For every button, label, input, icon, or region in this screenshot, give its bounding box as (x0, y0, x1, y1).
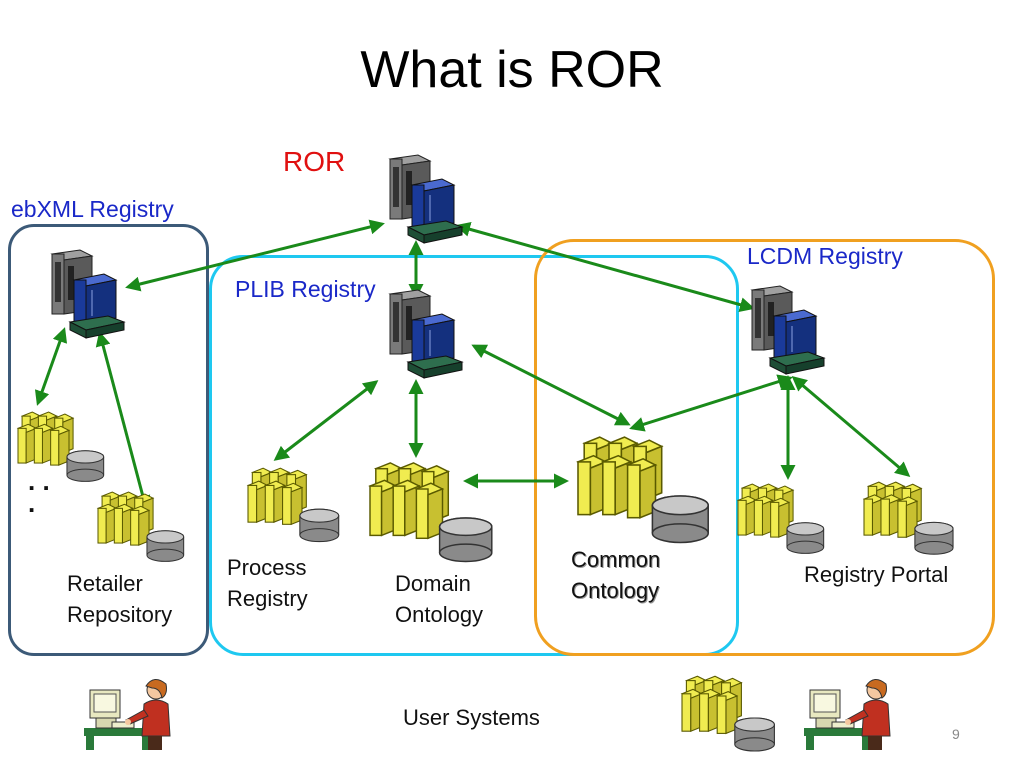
left-user-icon (83, 678, 171, 751)
process-registry-label: Process Registry (227, 552, 308, 614)
process-registry-database-icon (247, 467, 340, 543)
arrow-lcdm-portal (791, 376, 911, 477)
page-number: 9 (952, 726, 960, 742)
ebxml-registry-label: ebXML Registry (11, 196, 174, 222)
arrow-plib-common (471, 344, 631, 426)
lcdm-database-icon (737, 483, 825, 554)
domain-ontology-label: Domain Ontology (395, 568, 483, 630)
arrow-ebxml-retailer (95, 331, 151, 511)
process-registry-label-line2: Registry (227, 586, 308, 611)
lcdm-registry-label: LCDM Registry (747, 243, 903, 269)
lcdm-server-icon (751, 285, 825, 375)
ebxml-server-icon (51, 249, 125, 339)
retailer-repository-label-line1: Retailer (67, 571, 143, 596)
arrow-ror-ebxml (125, 219, 385, 292)
slide-title: What is ROR (360, 41, 664, 99)
arrow-lcdm-common (629, 374, 793, 432)
common-ontology-label: Common Ontology (571, 544, 660, 606)
right-user-icon (803, 678, 891, 751)
domain-ontology-database-icon (369, 462, 493, 563)
common-ontology-label-line1: Common (571, 547, 661, 572)
domain-ontology-label-line1: Domain (395, 571, 471, 596)
retailer-repository-label: Retailer Repository (67, 568, 172, 630)
registry-portal-label: Registry Portal (804, 562, 949, 587)
process-registry-label-line1: Process (227, 555, 307, 580)
user-systems-label: User Systems (403, 705, 540, 730)
user-systems-database-icon (681, 675, 775, 752)
common-ontology-database-icon (577, 436, 709, 544)
arrow-ebxml-db-left (34, 327, 68, 406)
ror-label: ROR (283, 146, 346, 177)
plib-server-icon (389, 289, 463, 379)
plib-registry-label: PLIB Registry (235, 276, 376, 302)
ror-server-icon (389, 154, 463, 244)
arrow-plib-process (273, 380, 379, 461)
lcdm-region (534, 239, 995, 656)
ellipsis-label: . . . (28, 466, 50, 518)
retailer-repository-database-icon (97, 491, 185, 562)
ebxml-region (8, 224, 209, 656)
domain-ontology-label-line2: Ontology (395, 602, 484, 627)
arrow-ror-lcdm (455, 221, 755, 313)
registry-portal-database-icon (863, 481, 954, 555)
retailer-repository-label-line2: Repository (67, 602, 173, 627)
common-ontology-label-line2: Ontology (571, 578, 660, 603)
